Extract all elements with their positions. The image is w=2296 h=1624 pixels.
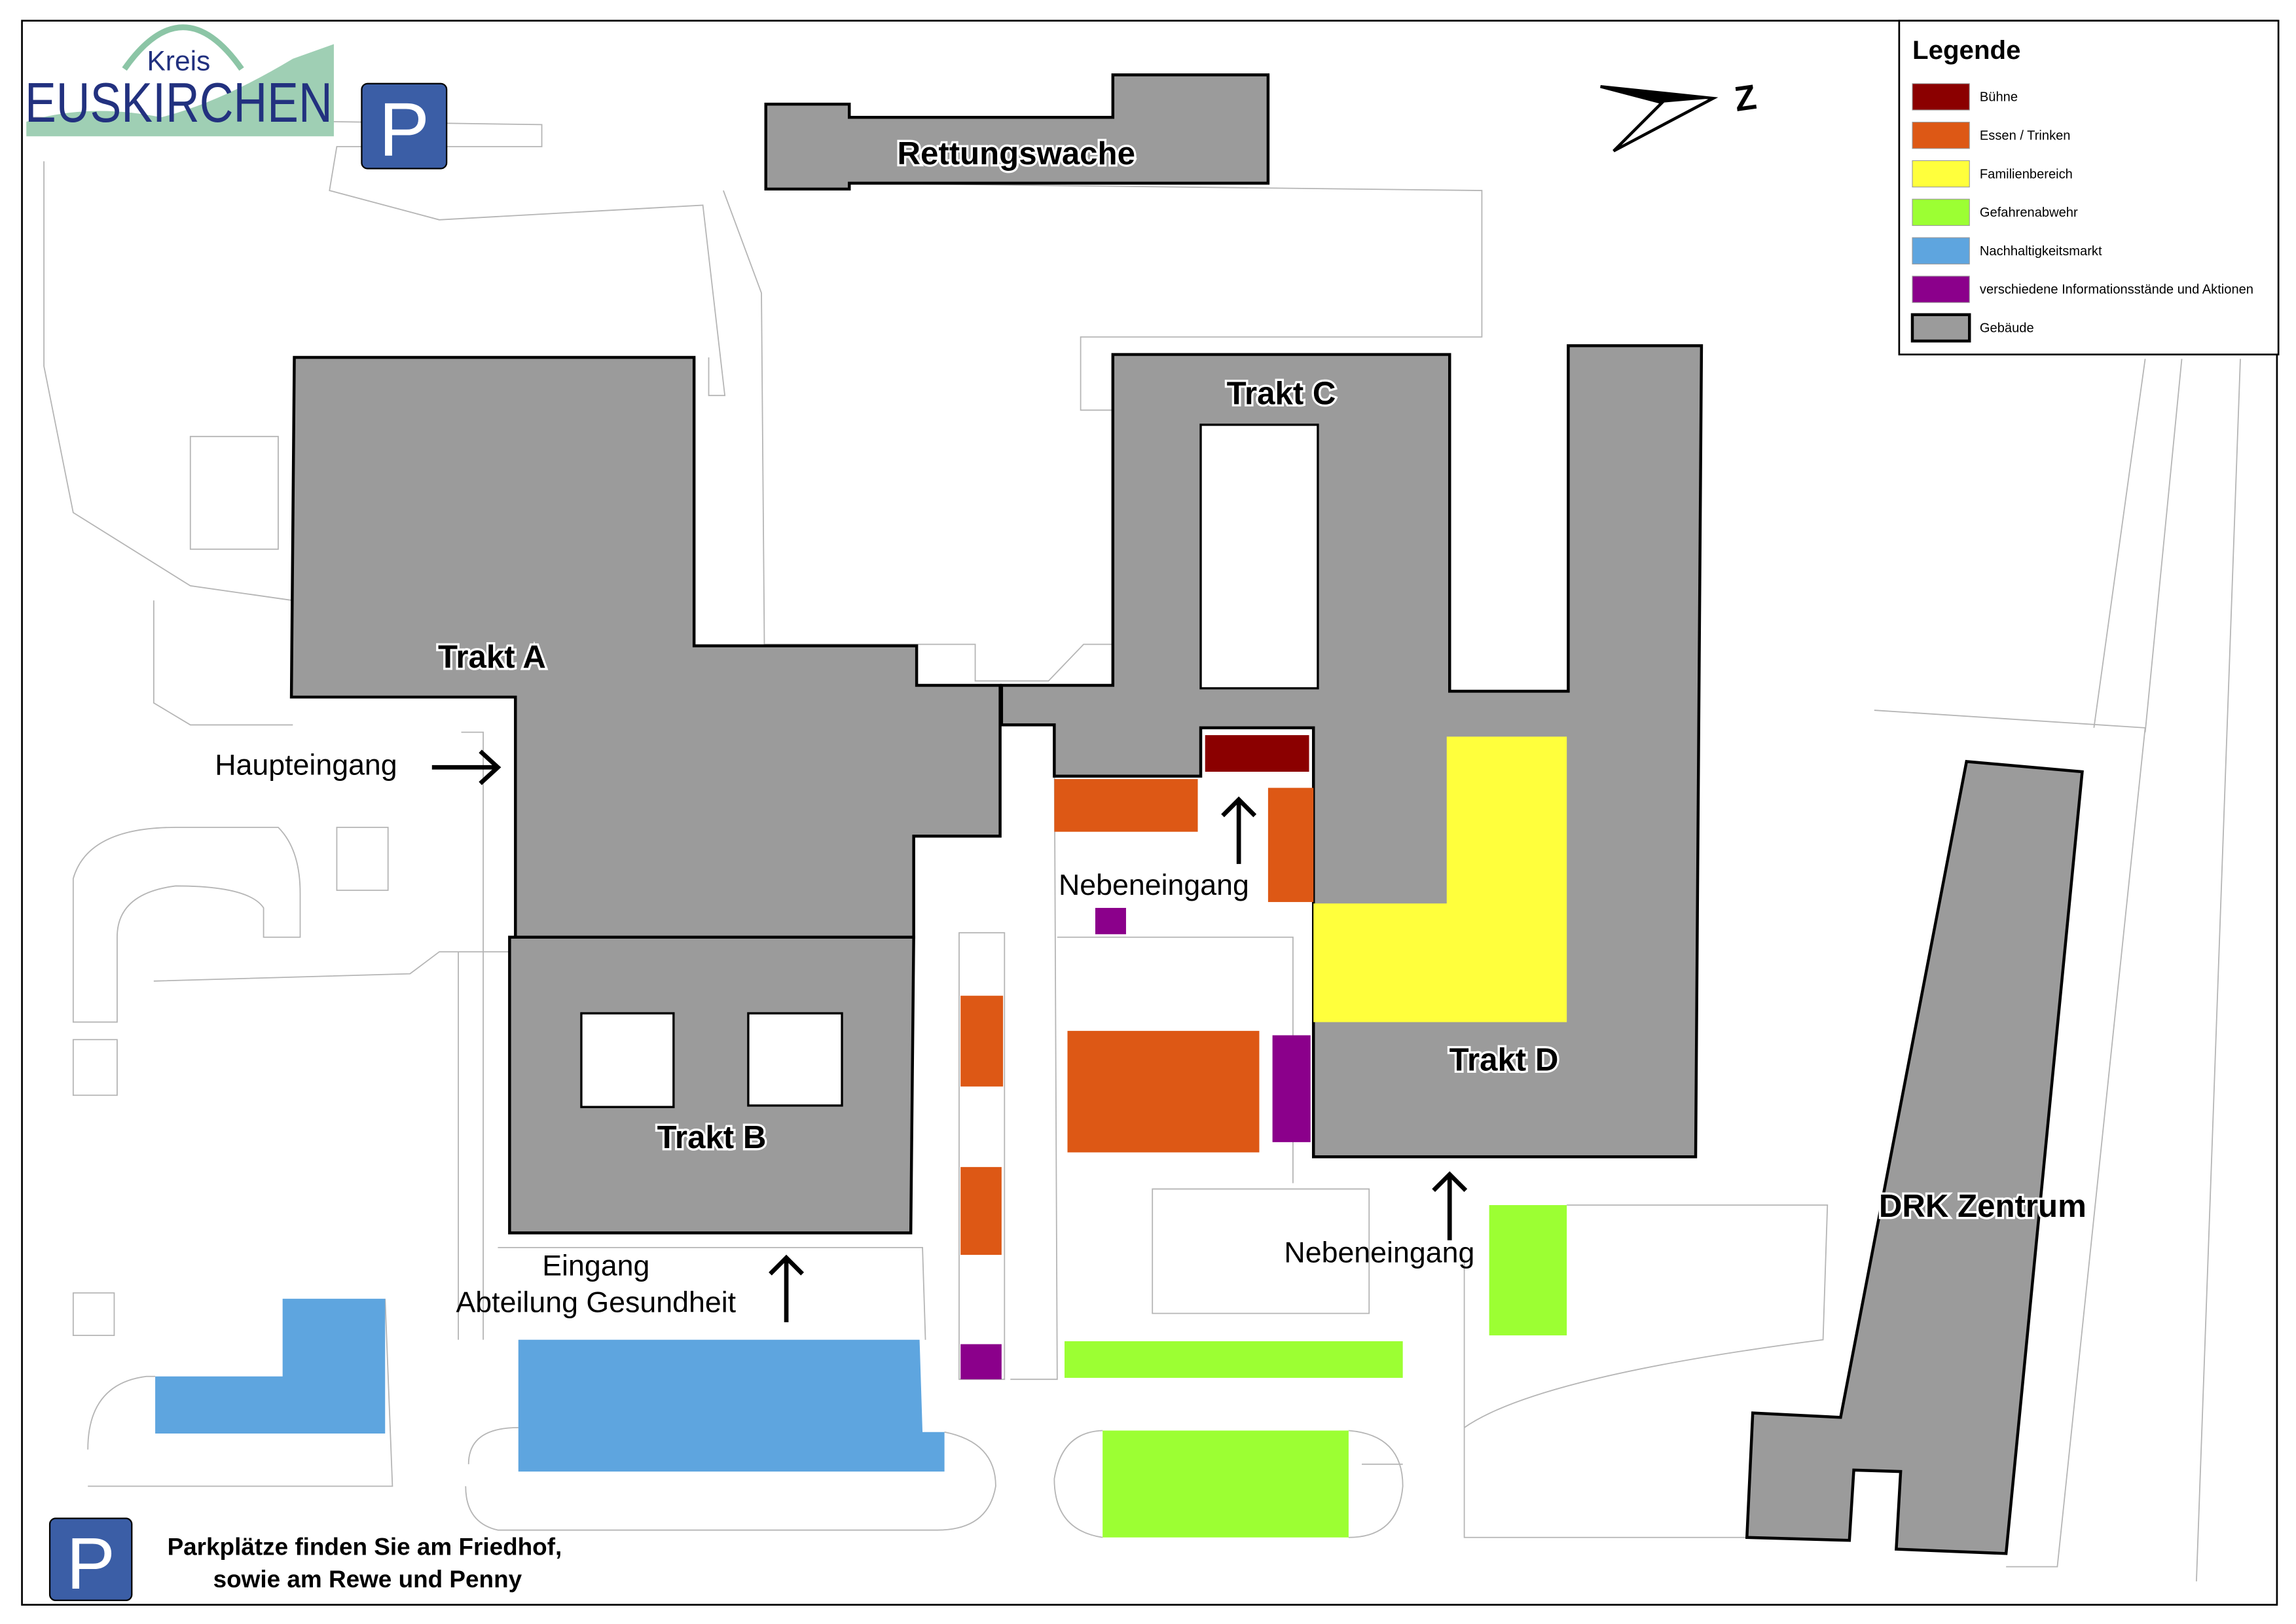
background-outlines [29,117,2241,1581]
area-essen[interactable] [1054,779,1198,832]
building-rettungswache[interactable] [764,73,1270,191]
label-trakt-b: Trakt B [657,1119,767,1155]
svg-text:Kreis: Kreis [147,46,210,77]
area-familienbereich[interactable] [1313,736,1567,1022]
svg-text:P: P [66,1523,115,1604]
label-trakt-d: Trakt D [1449,1041,1559,1077]
label-eingang: Eingang [542,1250,649,1282]
event-areas [155,735,1567,1538]
area-info[interactable] [1272,1035,1311,1142]
parking-note-line2: sowie am Rewe und Penny [213,1566,522,1593]
legend-item: Nachhaltigkeitsmarkt [1912,237,2102,264]
label-abteilung-gesundheit: Abteilung Gesundheit [456,1286,736,1318]
arrow-up-icon [769,1254,805,1322]
legend-title: Legende [1912,35,2021,65]
building-trakt-b[interactable] [508,935,915,1235]
legend-label: Bühne [1980,90,2018,105]
area-essen[interactable] [960,1166,1002,1255]
legend-swatch [1912,83,1970,111]
area-gefahrenabwehr[interactable] [1102,1430,1349,1538]
legend-label: Familienbereich [1980,167,2073,181]
legend-label: verschiedene Informationsstände und Akti… [1980,283,2253,297]
building-drk-zentrum[interactable] [1745,759,2084,1555]
legend-label: Gefahrenabwehr [1980,206,2078,220]
north-label: Z [1732,77,1759,119]
area-nachhaltigkeitsmarkt[interactable] [155,1299,386,1434]
legend-item: Gefahrenabwehr [1912,198,2078,226]
area-essen[interactable] [1067,1030,1260,1153]
kreis-euskirchen-logo: Kreis EUSKIRCHEN [25,24,334,137]
area-essen[interactable] [960,996,1004,1087]
label-nebeneingang-2: Nebeneingang [1284,1236,1474,1269]
parking-sign-icon: P [48,1517,133,1604]
legend-swatch [1912,160,1970,188]
parking-note-line1: Parkplätze finden Sie am Friedhof, [168,1534,562,1561]
legend-item: Familienbereich [1912,160,2073,188]
area-gefahrenabwehr[interactable] [1065,1341,1403,1378]
legend-item: Bühne [1912,83,2018,111]
legend-swatch [1912,198,1970,226]
area-info[interactable] [960,1344,1002,1380]
label-haupteingang: Haupteingang [215,749,397,781]
legend-item: Essen / Trinken [1912,122,2071,149]
arrow-up-icon [1221,796,1257,864]
legend-swatch [1912,237,1970,264]
label-rettungswache: Rettungswache [897,135,1135,171]
area-buehne[interactable] [1205,735,1309,772]
label-trakt-a: Trakt A [438,639,546,675]
parking-sign-icon: P [361,82,448,171]
legend-label: Gebäude [1980,321,2034,336]
arrow-up-icon [1432,1171,1468,1240]
area-gefahrenabwehr[interactable] [1489,1205,1567,1336]
legend-swatch [1912,122,1970,149]
area-info[interactable] [1095,907,1126,935]
legend-label: Nachhaltigkeitsmarkt [1980,244,2102,259]
svg-text:P: P [379,86,430,171]
building-trakt-a[interactable] [289,355,1002,939]
area-essen[interactable] [1267,787,1314,903]
legend-label: Essen / Trinken [1980,128,2071,143]
legend-item: verschiedene Informationsstände und Akti… [1912,276,2253,303]
legend-item: Gebäude [1910,313,2034,343]
label-nebeneingang-1: Nebeneingang [1059,869,1249,901]
label-trakt-c: Trakt C [1227,376,1336,412]
svg-text:EUSKIRCHEN: EUSKIRCHEN [25,72,333,134]
legend-swatch [1912,276,1970,303]
area-nachhaltigkeitsmarkt[interactable] [518,1339,945,1472]
legend-swatch [1910,313,1971,343]
north-arrow-icon: Z [1600,77,1759,153]
label-drk-zentrum: DRK Zentrum [1879,1188,2086,1224]
arrow-right-icon [431,749,501,785]
